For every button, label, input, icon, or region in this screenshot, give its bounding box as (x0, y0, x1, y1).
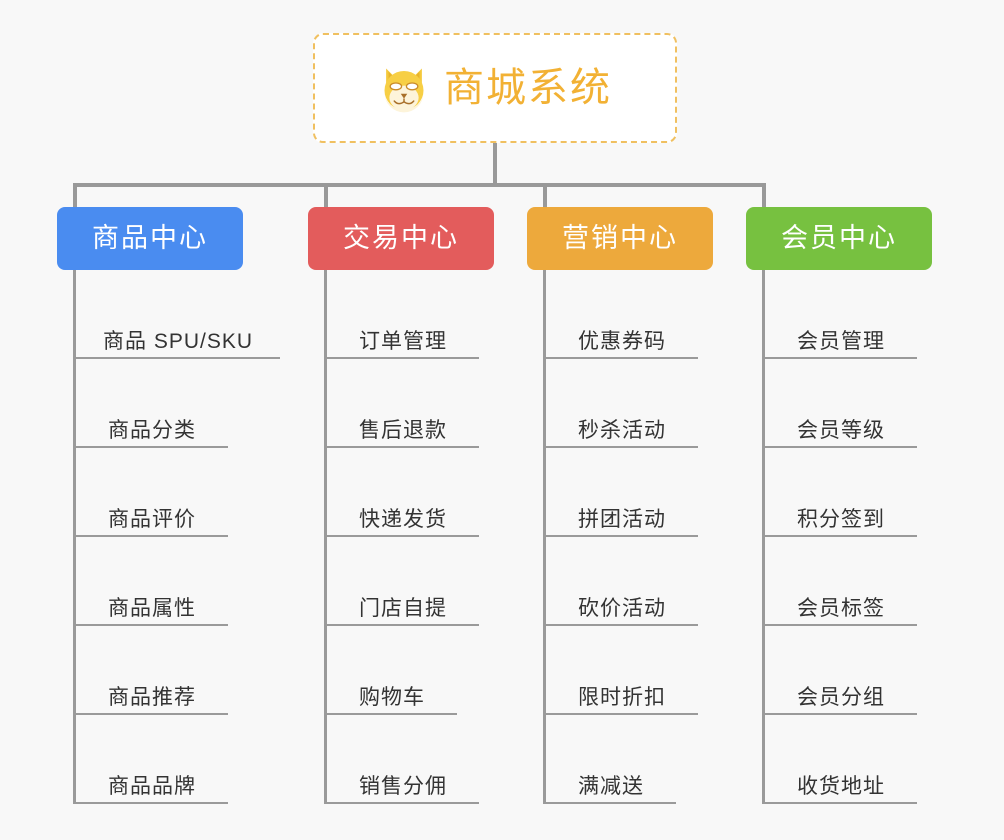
leaf-item[interactable]: 销售分佣 (327, 715, 479, 804)
leaf-item-label: 秒杀活动 (578, 419, 666, 442)
leaf-item-label: 会员分组 (797, 686, 885, 709)
leaf-item-underline (546, 802, 676, 804)
leaf-item-label: 商品 SPU/SKU (102, 330, 254, 353)
leaf-item-underline (327, 446, 479, 448)
leaf-item[interactable]: 会员分组 (765, 626, 917, 715)
category-box-marketing-center[interactable]: 营销中心 (527, 207, 713, 270)
leaf-item-label: 商品评价 (108, 508, 196, 531)
leaf-item-underline (546, 357, 698, 359)
leaf-item[interactable]: 积分签到 (765, 448, 917, 537)
leaf-item-label: 售后退款 (359, 419, 447, 442)
leaf-item-underline (76, 802, 228, 804)
leaf-item-label: 限时折扣 (578, 686, 666, 709)
leaf-item[interactable]: 满减送 (546, 715, 676, 804)
connector-stem-member-center (762, 183, 766, 208)
leaf-item-label: 商品分类 (108, 419, 196, 442)
leaf-item-underline (765, 446, 917, 448)
leaf-item[interactable]: 会员管理 (765, 270, 917, 359)
leaf-item-underline (76, 624, 228, 626)
leaf-item-underline (327, 624, 479, 626)
leaf-item[interactable]: 秒杀活动 (546, 359, 698, 448)
leaf-item-underline (76, 713, 228, 715)
leaf-item[interactable]: 商品评价 (76, 448, 228, 537)
leaf-item-underline (765, 357, 917, 359)
leaf-item[interactable]: 拼团活动 (546, 448, 698, 537)
category-label: 会员中心 (781, 223, 897, 253)
leaf-item[interactable]: 商品推荐 (76, 626, 228, 715)
leaf-item[interactable]: 优惠券码 (546, 270, 698, 359)
leaf-item-underline (765, 713, 917, 715)
connector-stem-product-center (73, 183, 77, 208)
leaf-item-underline (546, 446, 698, 448)
leaf-item-underline (765, 624, 917, 626)
leaf-column-stem (324, 270, 327, 804)
leaf-item-label: 砍价活动 (578, 597, 666, 620)
leaf-item[interactable]: 商品 SPU/SKU (76, 270, 280, 359)
leaf-item-label: 满减送 (578, 775, 644, 798)
leaf-item[interactable]: 商品分类 (76, 359, 228, 448)
leaf-item-label: 快递发货 (359, 508, 447, 531)
leaf-item-underline (327, 802, 479, 804)
leaf-item[interactable]: 会员标签 (765, 537, 917, 626)
leaf-item[interactable]: 会员等级 (765, 359, 917, 448)
leaf-item-underline (327, 535, 479, 537)
leaf-item-label: 会员等级 (797, 419, 885, 442)
leaf-item-label: 商品属性 (108, 597, 196, 620)
leaf-item[interactable]: 收货地址 (765, 715, 917, 804)
connector-root-stem (493, 143, 497, 185)
leaf-item-label: 销售分佣 (359, 775, 447, 798)
leaf-item-underline (76, 535, 228, 537)
leaf-item-label: 订单管理 (359, 330, 447, 353)
connector-stem-trade-center (324, 183, 328, 208)
leaf-item[interactable]: 售后退款 (327, 359, 479, 448)
root-title: 商城系统 (444, 66, 612, 110)
leaf-item-underline (327, 713, 457, 715)
leaf-item-underline (546, 713, 698, 715)
shiba-dog-icon (384, 68, 424, 113)
leaf-item-underline (76, 446, 228, 448)
leaf-item-label: 优惠券码 (578, 330, 666, 353)
root-node-mall-system[interactable]: 商城系统 (313, 33, 677, 143)
leaf-item-underline (327, 357, 479, 359)
leaf-item[interactable]: 砍价活动 (546, 537, 698, 626)
leaf-item-label: 门店自提 (359, 597, 447, 620)
leaf-column-stem (543, 270, 546, 804)
leaf-item-label: 购物车 (359, 686, 425, 709)
category-box-product-center[interactable]: 商品中心 (57, 207, 243, 270)
leaf-item-underline (76, 357, 280, 359)
leaf-item[interactable]: 商品属性 (76, 537, 228, 626)
leaf-item[interactable]: 快递发货 (327, 448, 479, 537)
leaf-item-label: 拼团活动 (578, 508, 666, 531)
category-box-member-center[interactable]: 会员中心 (746, 207, 932, 270)
leaf-item[interactable]: 门店自提 (327, 537, 479, 626)
leaf-item-label: 商品品牌 (108, 775, 196, 798)
leaf-column-stem (73, 270, 76, 804)
leaf-column-stem (762, 270, 765, 804)
leaf-item[interactable]: 商品品牌 (76, 715, 228, 804)
leaf-item-label: 积分签到 (797, 508, 885, 531)
category-label: 交易中心 (343, 223, 459, 253)
leaf-item-underline (546, 624, 698, 626)
leaf-item[interactable]: 限时折扣 (546, 626, 698, 715)
leaf-item-underline (765, 802, 917, 804)
leaf-item[interactable]: 订单管理 (327, 270, 479, 359)
leaf-item-underline (546, 535, 698, 537)
leaf-item-label: 商品推荐 (108, 686, 196, 709)
leaf-item-label: 收货地址 (797, 775, 885, 798)
connector-horizontal-bar (73, 183, 766, 187)
leaf-item-label: 会员管理 (797, 330, 885, 353)
category-label: 营销中心 (562, 223, 678, 253)
leaf-item-underline (765, 535, 917, 537)
category-box-trade-center[interactable]: 交易中心 (308, 207, 494, 270)
category-label: 商品中心 (92, 223, 208, 253)
leaf-item-label: 会员标签 (797, 597, 885, 620)
connector-stem-marketing-center (543, 183, 547, 208)
leaf-item[interactable]: 购物车 (327, 626, 457, 715)
